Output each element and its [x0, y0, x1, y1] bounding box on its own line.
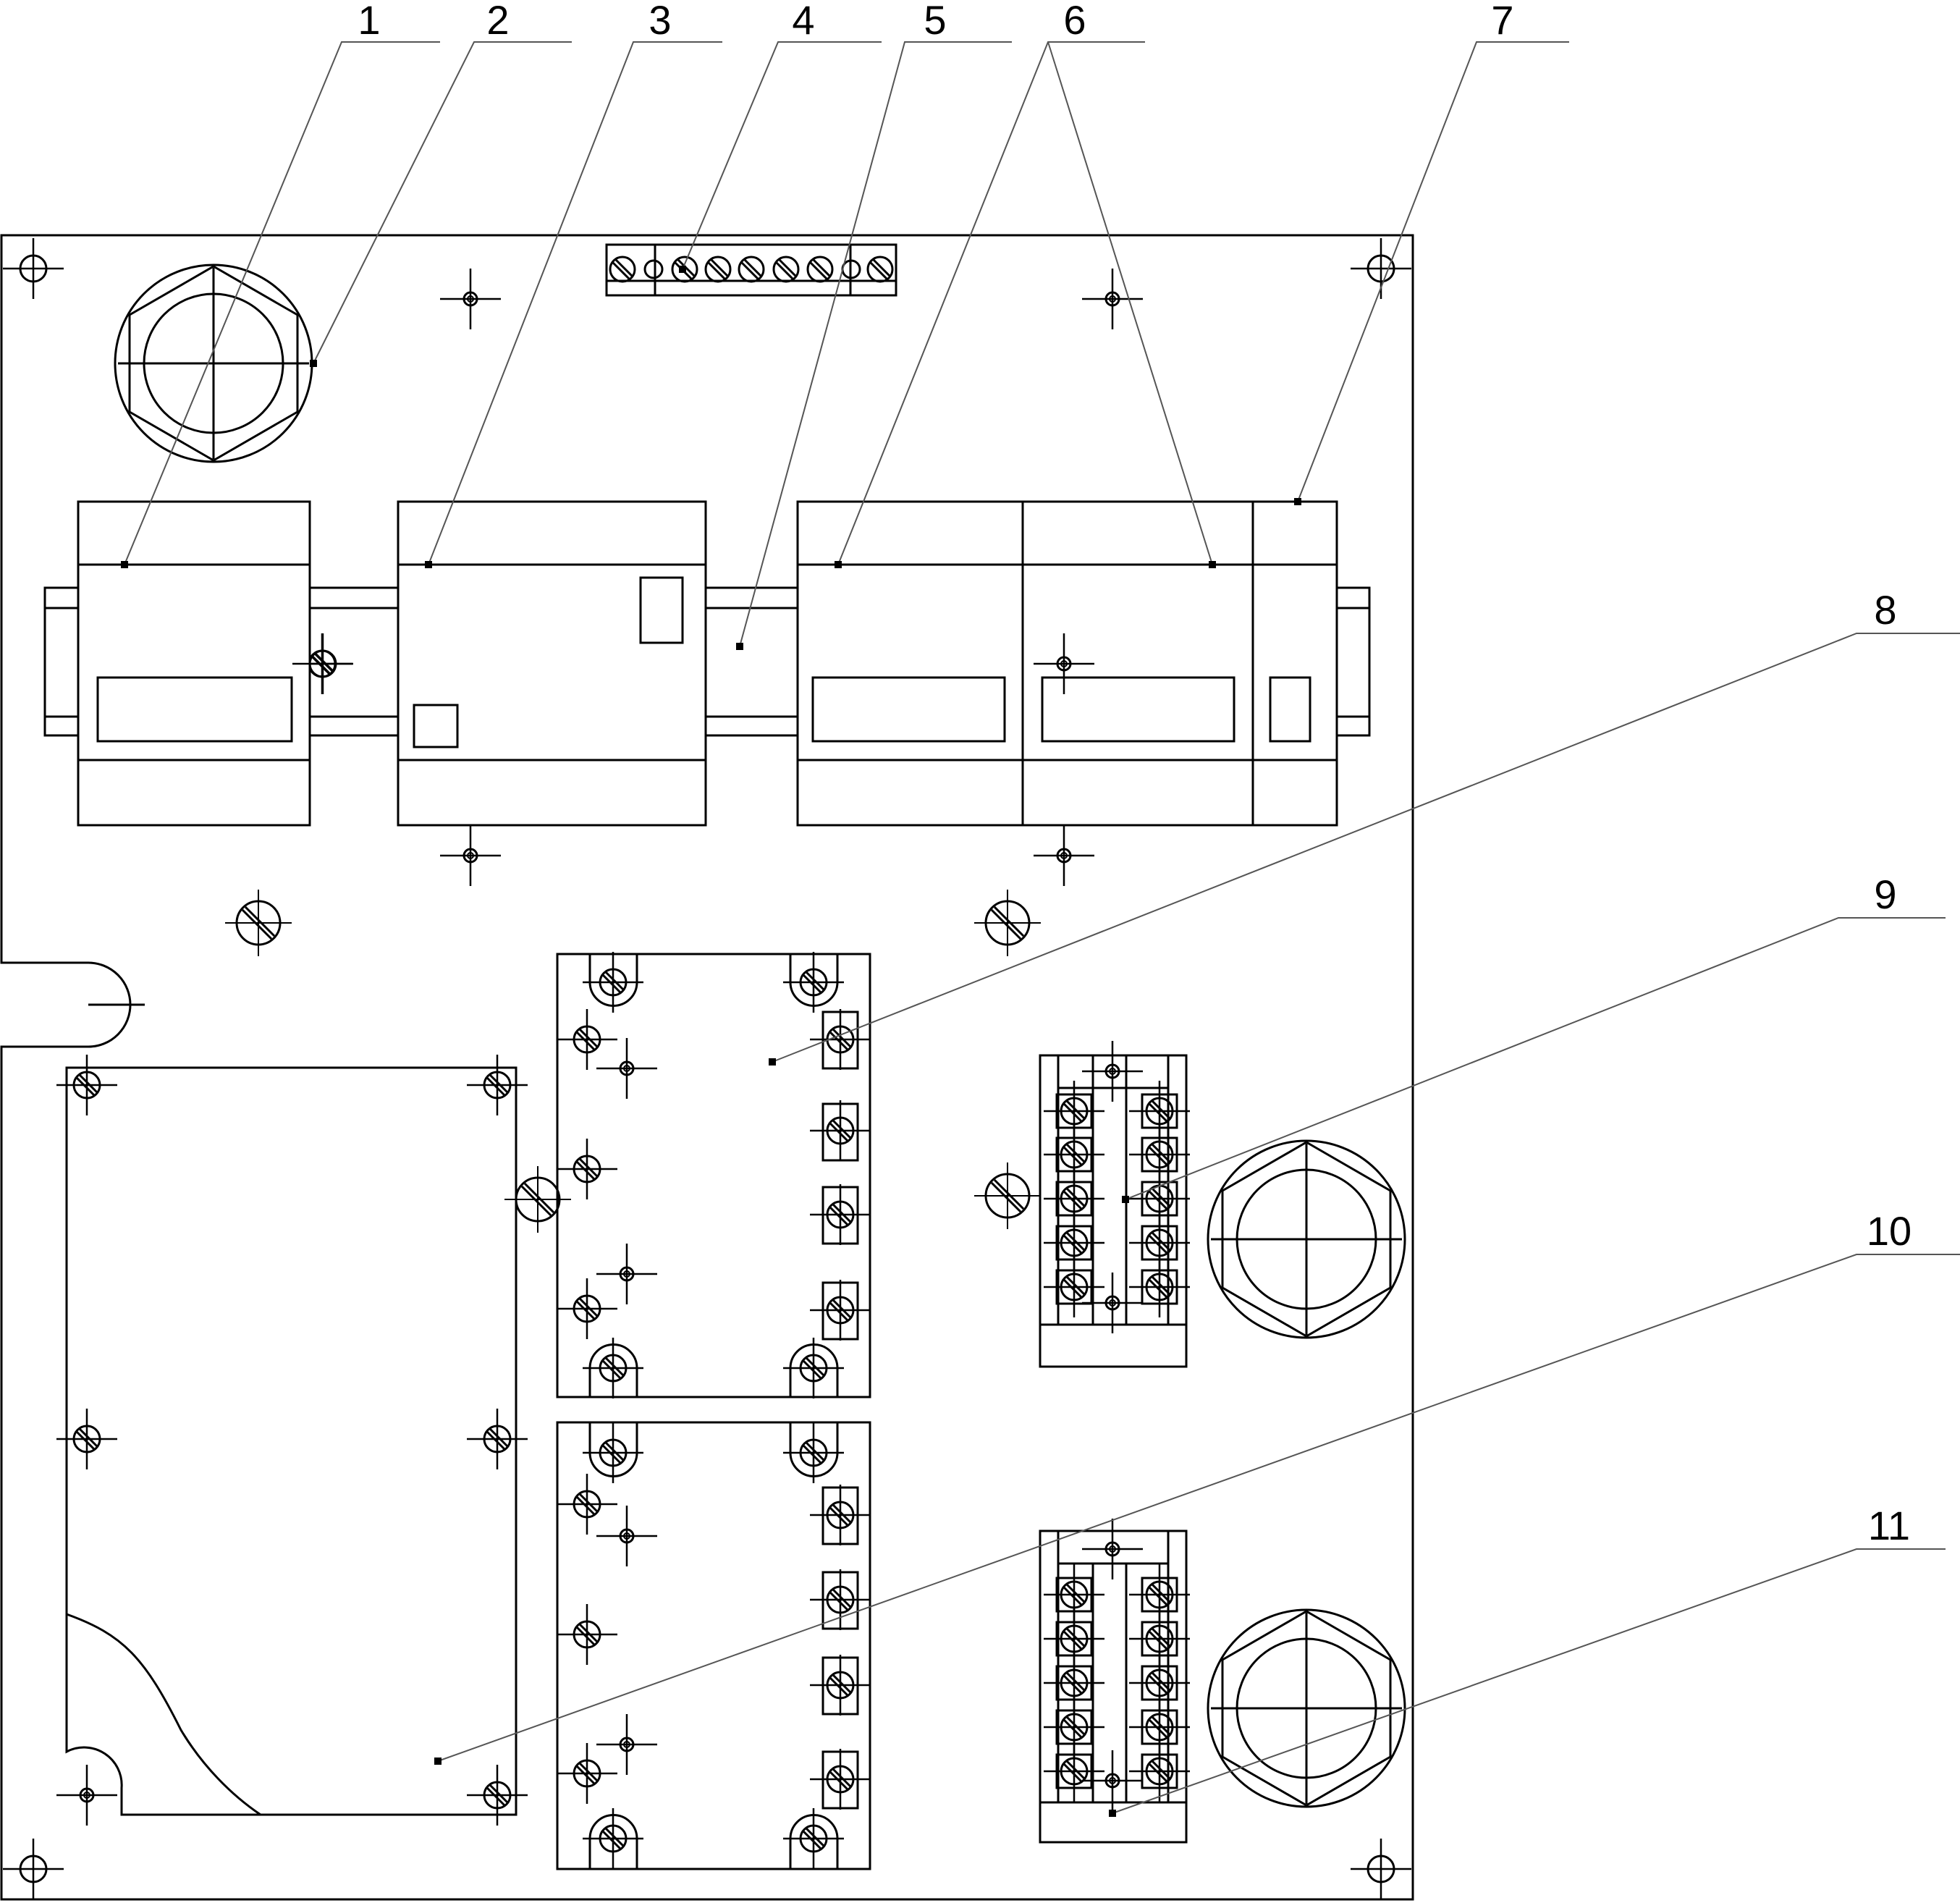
leader-lines	[124, 41, 1960, 1814]
cable-gland-right-lower	[1207, 1608, 1406, 1808]
callout-4: 4	[792, 0, 814, 43]
terminal-block-upper	[1039, 1039, 1191, 1368]
callout-2: 2	[486, 0, 509, 43]
panel-outline	[0, 234, 1414, 1901]
din-module-3	[397, 500, 707, 827]
din-module-1	[77, 500, 311, 827]
leader-dots	[121, 266, 1301, 1817]
relay-lower	[555, 1421, 872, 1870]
terminal-strip-top	[605, 243, 897, 297]
terminal-block-lower	[1039, 1517, 1191, 1844]
callout-9: 9	[1874, 872, 1896, 917]
callout-1: 1	[358, 0, 380, 43]
callout-5: 5	[924, 0, 946, 43]
callout-10: 10	[1867, 1208, 1912, 1254]
callout-8: 8	[1874, 587, 1896, 633]
callout-6: 6	[1063, 0, 1086, 43]
callout-3: 3	[649, 0, 671, 43]
relay-upper	[555, 950, 872, 1400]
callout-7: 7	[1491, 0, 1513, 43]
enclosure-box	[55, 1053, 529, 1827]
cable-gland-right-upper	[1207, 1139, 1406, 1339]
cable-gland-top	[114, 263, 313, 463]
callout-11: 11	[1868, 1503, 1910, 1548]
